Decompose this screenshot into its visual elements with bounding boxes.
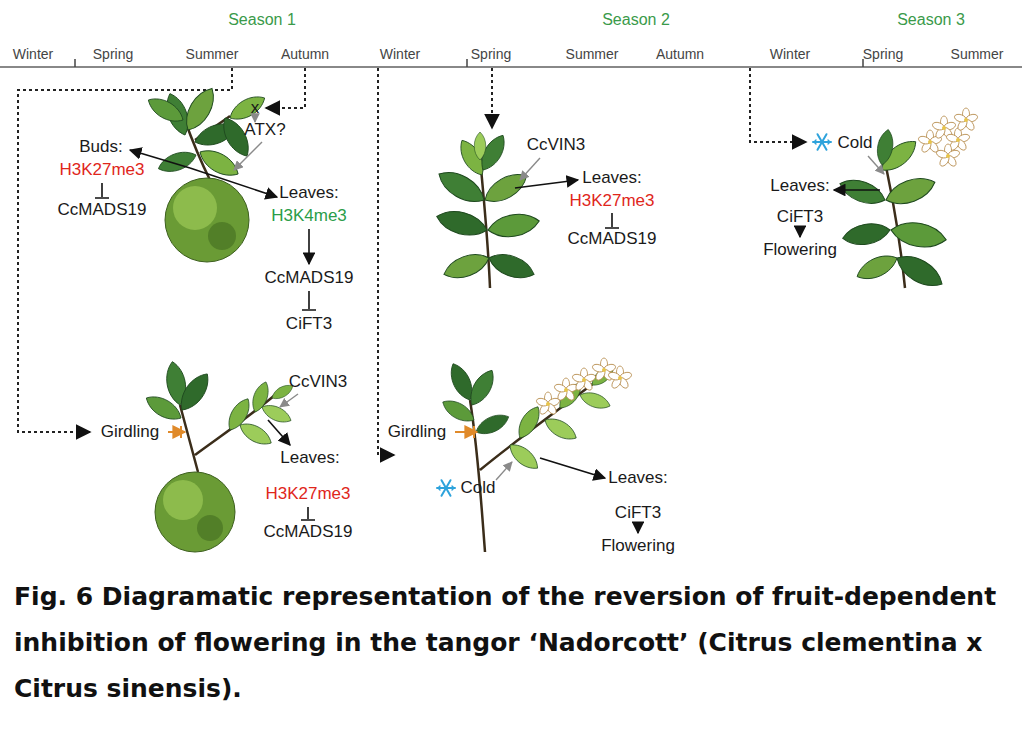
month-label: Spring	[471, 46, 511, 62]
diagram-label: Leaves:	[582, 168, 642, 188]
diagram-label: Flowering	[601, 536, 675, 556]
month-label: Winter	[13, 46, 53, 62]
diagram-label: CiFT3	[615, 503, 661, 523]
diagram-label: CcMADS19	[265, 268, 354, 288]
diagram-label: Girdling	[101, 422, 160, 442]
month-label: Summer	[566, 46, 619, 62]
diagram-label: CiFT3	[777, 207, 823, 227]
diagram-label: Leaves:	[608, 468, 668, 488]
diagram-label: Flowering	[763, 240, 837, 260]
diagram-label: CiFT3	[286, 314, 332, 334]
diagram-label: Leaves:	[280, 448, 340, 468]
diagram-label: CcMADS19	[264, 522, 353, 542]
diagram-label: Buds:	[79, 137, 122, 157]
diagram-label: CcMADS19	[58, 200, 147, 220]
month-label: Winter	[770, 46, 810, 62]
month-label: Spring	[93, 46, 133, 62]
diagram-label: CcMADS19	[568, 229, 657, 249]
season-label: Season 2	[602, 10, 670, 30]
diagram-label: Leaves:	[770, 176, 830, 196]
mark-label: H3K4me3	[271, 206, 347, 226]
diagram-label: CcVIN3	[289, 372, 348, 392]
diagram-label: ATX?	[244, 120, 285, 140]
diagram-label: Leaves:	[279, 183, 339, 203]
season-label: Season 3	[897, 10, 965, 30]
mark-label: H3K27me3	[569, 191, 654, 211]
season-label: Season 1	[228, 10, 296, 30]
mark-label: H3K27me3	[59, 160, 144, 180]
diagram-label: CcVIN3	[527, 135, 586, 155]
figure-caption: Fig. 6 Diagramatic representation of the…	[14, 574, 1010, 712]
month-label: Autumn	[281, 46, 329, 62]
mark-label: H3K27me3	[265, 484, 350, 504]
diagram-label: Girdling	[388, 422, 447, 442]
month-label: Summer	[951, 46, 1004, 62]
diagram-label: x	[251, 98, 260, 118]
month-label: Autumn	[656, 46, 704, 62]
diagram-label: Cold	[461, 478, 496, 498]
diagram-label: Cold	[838, 133, 873, 153]
month-label: Winter	[380, 46, 420, 62]
month-label: Spring	[863, 46, 903, 62]
month-label: Summer	[186, 46, 239, 62]
